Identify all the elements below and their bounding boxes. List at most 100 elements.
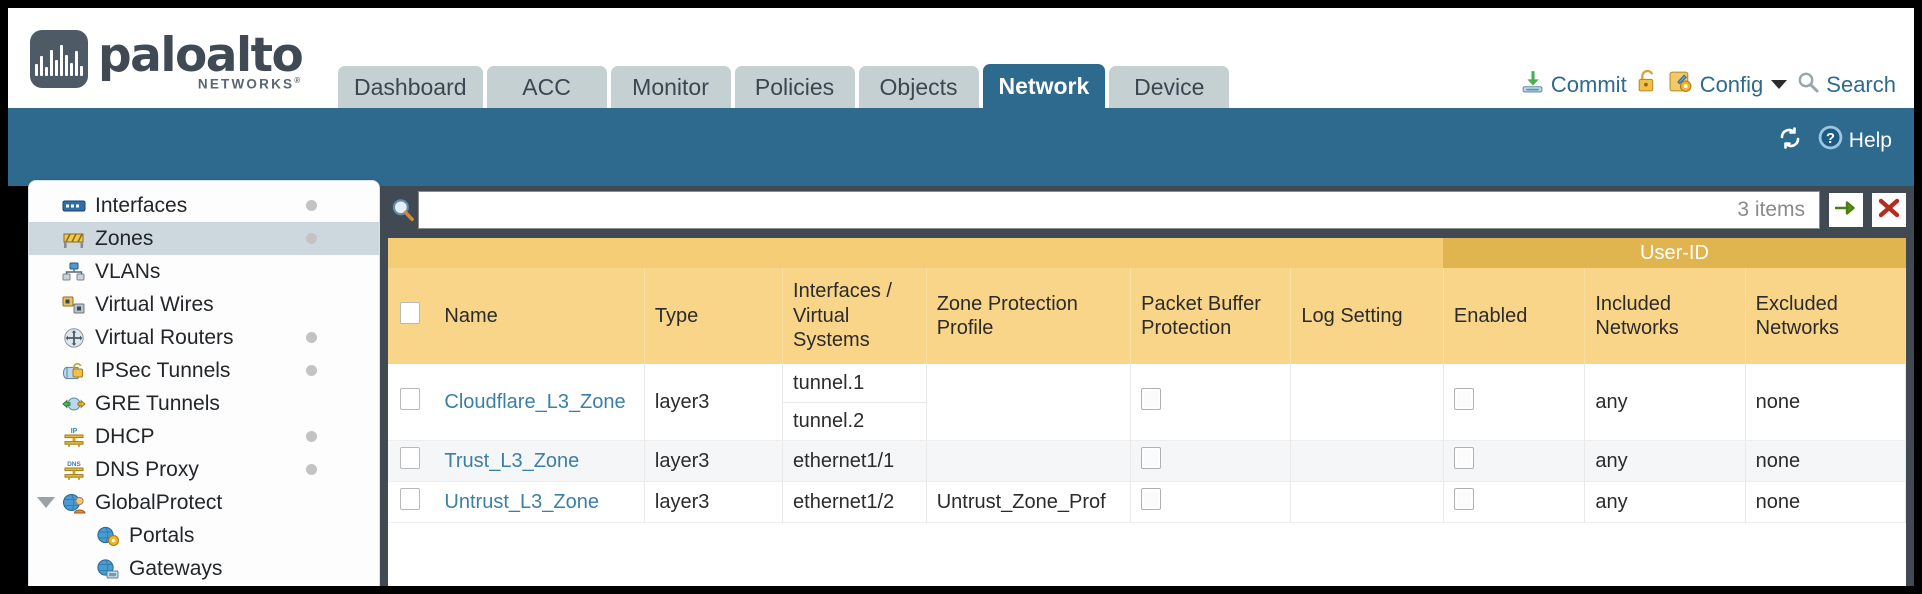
refresh-button[interactable] — [1777, 126, 1803, 156]
cell-zone-protection-profile — [926, 440, 1132, 482]
sidebar-item-label: Zones — [95, 226, 154, 250]
column-header-interfaces-virtual-systems[interactable]: Interfaces / Virtual Systems — [782, 268, 927, 364]
sub-header-band: ? Help — [8, 108, 1914, 186]
brand-name: paloalto — [98, 28, 304, 83]
packet-buffer-protection-checkbox[interactable] — [1141, 447, 1162, 469]
user-id-enabled-checkbox[interactable] — [1453, 447, 1474, 469]
cell-enabled[interactable] — [1443, 481, 1586, 523]
clear-filter-button[interactable] — [1872, 193, 1906, 227]
cell-type: layer3 — [644, 481, 784, 523]
tab-dashboard[interactable]: Dashboard — [338, 66, 483, 108]
sidebar-item-interfaces[interactable]: Interfaces — [29, 189, 379, 222]
sidebar-item-label: IPSec Tunnels — [95, 358, 231, 382]
column-header-log-setting[interactable]: Log Setting — [1290, 268, 1444, 364]
user-id-enabled-checkbox[interactable] — [1453, 488, 1474, 510]
sidebar-item-gateways[interactable]: Gateways — [29, 552, 379, 585]
help-button[interactable]: ? Help — [1817, 124, 1892, 157]
column-header-type[interactable]: Type — [644, 268, 784, 364]
user-id-enabled-checkbox[interactable] — [1453, 388, 1474, 410]
cell-enabled[interactable] — [1443, 440, 1586, 482]
packet-buffer-protection-checkbox[interactable] — [1141, 388, 1162, 410]
search-icon — [1796, 70, 1820, 100]
brand-tagline: NETWORKS® — [197, 76, 303, 92]
row-select-cell[interactable] — [388, 481, 435, 523]
row-select-cell[interactable] — [388, 364, 435, 441]
cell-log-setting — [1290, 440, 1444, 482]
table-row[interactable]: Untrust_L3_Zone layer3 ethernet1/2 Untru… — [388, 481, 1907, 523]
sidebar-item-label: Gateways — [129, 556, 223, 580]
commit-button[interactable]: Commit — [1520, 69, 1627, 100]
cell-enabled[interactable] — [1443, 364, 1586, 441]
tab-objects[interactable]: Objects — [858, 66, 979, 108]
cell-packet-buffer-protection[interactable] — [1130, 481, 1292, 523]
group-header-spacer — [388, 238, 1444, 268]
row-checkbox[interactable] — [400, 447, 420, 469]
column-header-excluded-networks[interactable]: Excluded Networks — [1745, 268, 1907, 364]
row-checkbox[interactable] — [400, 488, 420, 510]
cell-name[interactable]: Trust_L3_Zone — [434, 440, 645, 482]
paloalto-logo-icon — [30, 30, 88, 88]
expand-collapse-triangle-icon[interactable] — [37, 497, 55, 508]
search-button[interactable]: Search — [1796, 70, 1896, 100]
clear-filter-close-icon — [1877, 197, 1901, 224]
column-header-name[interactable]: Name — [434, 268, 645, 364]
brand-logo[interactable]: paloalto NETWORKS® — [30, 28, 304, 92]
cell-zone-protection-profile: Untrust_Zone_Prof — [926, 481, 1132, 523]
row-select-cell[interactable] — [388, 440, 435, 482]
sidebar-item-dns-proxy[interactable]: DNS DNS Proxy — [29, 453, 379, 486]
main-content-panel: 3 items — [380, 186, 1914, 586]
cell-excluded-networks: none — [1745, 440, 1907, 482]
column-header-zone-protection-profile[interactable]: Zone Protection Profile — [926, 268, 1132, 364]
dns-proxy-icon: DNS — [61, 459, 87, 481]
packet-buffer-protection-checkbox[interactable] — [1141, 488, 1162, 510]
sidebar-item-ipsec-tunnels[interactable]: IPSec Tunnels — [29, 354, 379, 387]
svg-text:IP: IP — [71, 428, 78, 435]
cell-packet-buffer-protection[interactable] — [1130, 364, 1292, 441]
cell-name[interactable]: Cloudflare_L3_Zone — [434, 364, 645, 441]
help-icon: ? — [1817, 124, 1844, 157]
zone-name-link[interactable]: Cloudflare_L3_Zone — [444, 390, 626, 413]
row-checkbox[interactable] — [400, 388, 420, 410]
column-header-packet-buffer-protection[interactable]: Packet Buffer Protection — [1130, 268, 1292, 364]
apply-filter-button[interactable] — [1829, 193, 1863, 227]
sidebar-item-vlans[interactable]: VLANs — [29, 255, 379, 288]
select-all-checkbox[interactable] — [400, 301, 420, 324]
chevron-down-icon[interactable] — [1771, 80, 1788, 89]
table-row[interactable]: Cloudflare_L3_Zone layer3 tunnel.1 tunne… — [388, 364, 1907, 441]
zone-name-link[interactable]: Untrust_L3_Zone — [444, 490, 599, 513]
sidebar-item-globalprotect[interactable]: GlobalProtect — [29, 486, 379, 519]
sidebar-item-zones[interactable]: Zones — [29, 222, 379, 255]
search-filter-icon[interactable] — [388, 197, 418, 223]
config-label: Config — [1699, 71, 1764, 97]
config-icon — [1668, 69, 1694, 100]
search-input[interactable] — [429, 198, 1738, 222]
status-dot — [306, 365, 317, 376]
virtual-wires-icon — [61, 294, 87, 316]
column-header-enabled[interactable]: Enabled — [1443, 268, 1586, 364]
tab-policies[interactable]: Policies — [734, 66, 855, 108]
cell-excluded-networks: none — [1745, 364, 1907, 441]
tab-device[interactable]: Device — [1109, 66, 1230, 108]
config-button[interactable]: Config — [1668, 69, 1788, 100]
cell-name[interactable]: Untrust_L3_Zone — [434, 481, 645, 523]
sidebar-item-label: VLANs — [95, 259, 161, 283]
sidebar-item-dhcp[interactable]: IP DHCP — [29, 420, 379, 453]
tab-acc[interactable]: ACC — [486, 66, 607, 108]
sidebar-item-virtual-wires[interactable]: Virtual Wires — [29, 288, 379, 321]
sidebar-item-virtual-routers[interactable]: Virtual Routers — [29, 321, 379, 354]
sidebar-item-gre-tunnels[interactable]: GRE Tunnels — [29, 387, 379, 420]
cell-packet-buffer-protection[interactable] — [1130, 440, 1292, 482]
band-actions: ? Help — [1777, 124, 1892, 157]
tab-monitor[interactable]: Monitor — [610, 66, 731, 108]
cell-zone-protection-profile — [926, 364, 1132, 441]
sidebar-item-label: Interfaces — [95, 193, 188, 217]
lock-button[interactable] — [1636, 69, 1659, 100]
zone-name-link[interactable]: Trust_L3_Zone — [444, 449, 580, 472]
table-row[interactable]: Trust_L3_Zone layer3 ethernet1/1 any — [388, 440, 1907, 482]
sidebar-item-portals[interactable]: Portals — [29, 519, 379, 552]
tab-network[interactable]: Network — [982, 64, 1106, 108]
cell-interfaces: ethernet1/2 — [782, 481, 927, 523]
search-field-wrapper[interactable]: 3 items — [418, 191, 1820, 229]
select-all-header[interactable] — [388, 268, 435, 364]
column-header-included-networks[interactable]: Included Networks — [1584, 268, 1746, 364]
